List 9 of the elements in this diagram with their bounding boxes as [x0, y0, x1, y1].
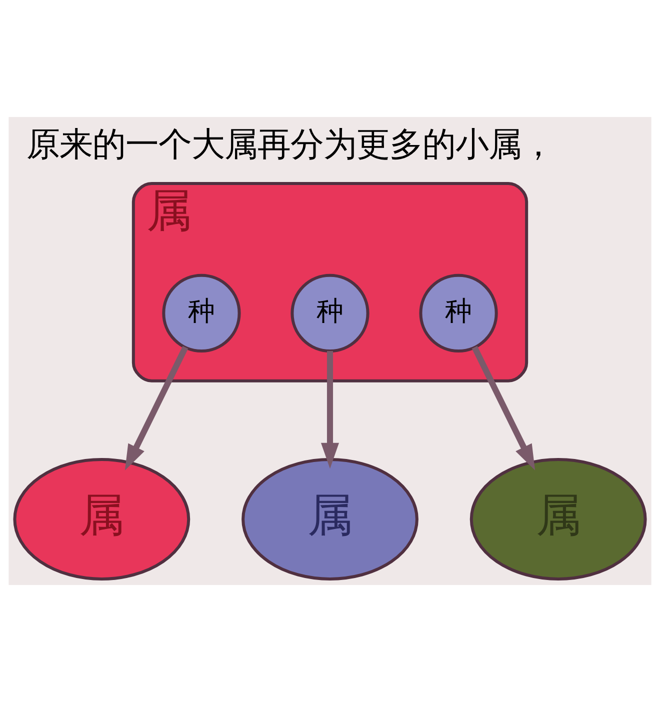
diagram-title: 原来的一个大属再分为更多的小属，	[26, 124, 555, 164]
node-ellipse: 属	[13, 457, 190, 580]
arrow	[320, 350, 340, 468]
node-circle: 种	[419, 273, 498, 352]
arrow	[472, 345, 536, 470]
node-circle: 种	[290, 273, 370, 352]
node-circle: 种	[162, 273, 241, 352]
arrow	[124, 345, 188, 470]
node-ellipse: 属	[242, 457, 418, 580]
